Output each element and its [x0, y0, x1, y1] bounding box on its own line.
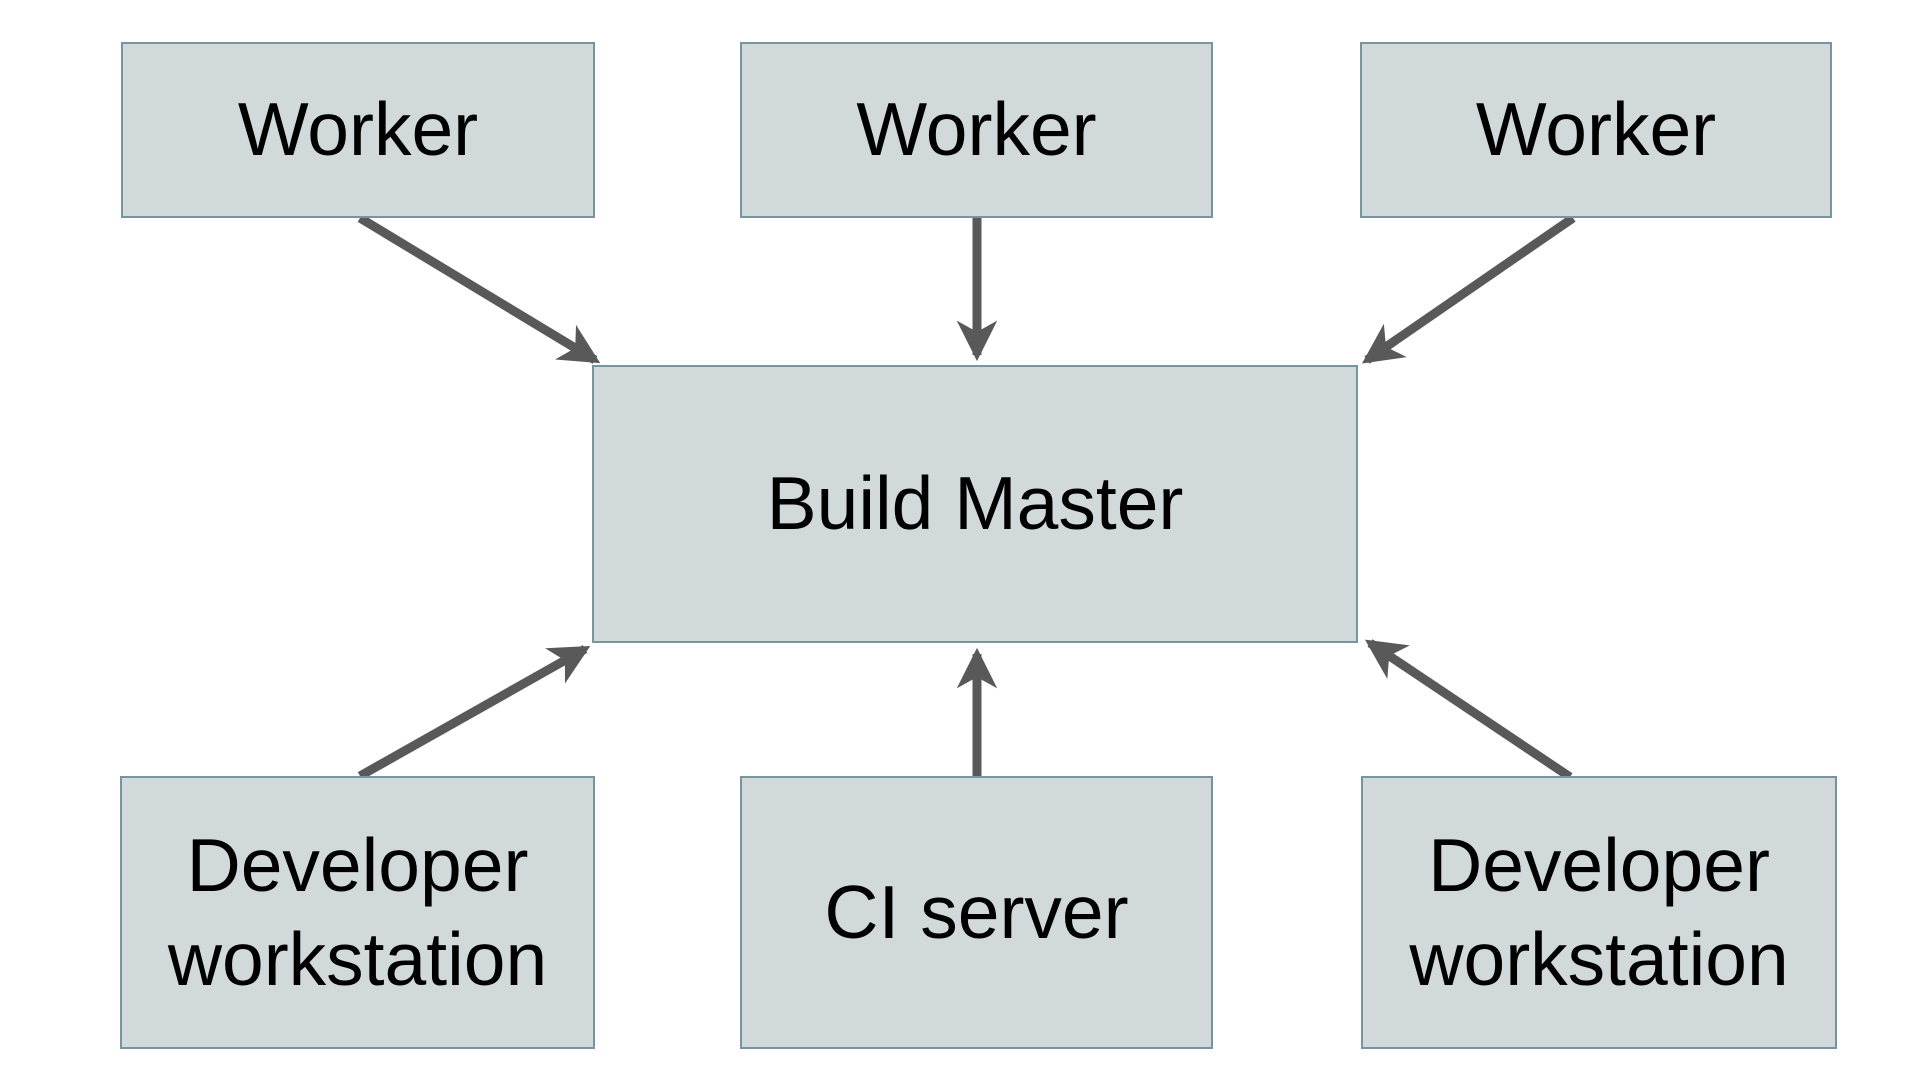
edge-dev-ws-right-to-build-master — [1364, 639, 1573, 781]
edge-dev-ws-left-to-build-master — [357, 645, 591, 780]
node-build-master: Build Master — [592, 365, 1358, 643]
node-worker-3-label: Worker — [1475, 87, 1717, 172]
node-build-master-label: Build Master — [766, 461, 1184, 546]
node-worker-3: Worker — [1360, 42, 1832, 218]
node-worker-1-label: Worker — [237, 87, 479, 172]
edge-worker-3-to-build-master — [1361, 214, 1576, 364]
node-worker-2-label: Worker — [856, 87, 1097, 172]
node-developer-workstation-left: Developer workstation — [120, 776, 595, 1049]
node-worker-2: Worker — [740, 42, 1213, 218]
node-ci-server: CI server — [740, 776, 1213, 1049]
node-developer-workstation-right: Developer workstation — [1361, 776, 1837, 1049]
node-developer-workstation-left-label: Developer workstation — [167, 822, 548, 1001]
node-ci-server-label: CI server — [824, 869, 1129, 954]
node-developer-workstation-right-label: Developer workstation — [1409, 822, 1789, 1001]
node-worker-1: Worker — [121, 42, 595, 218]
edge-worker-1-to-build-master — [357, 214, 601, 364]
